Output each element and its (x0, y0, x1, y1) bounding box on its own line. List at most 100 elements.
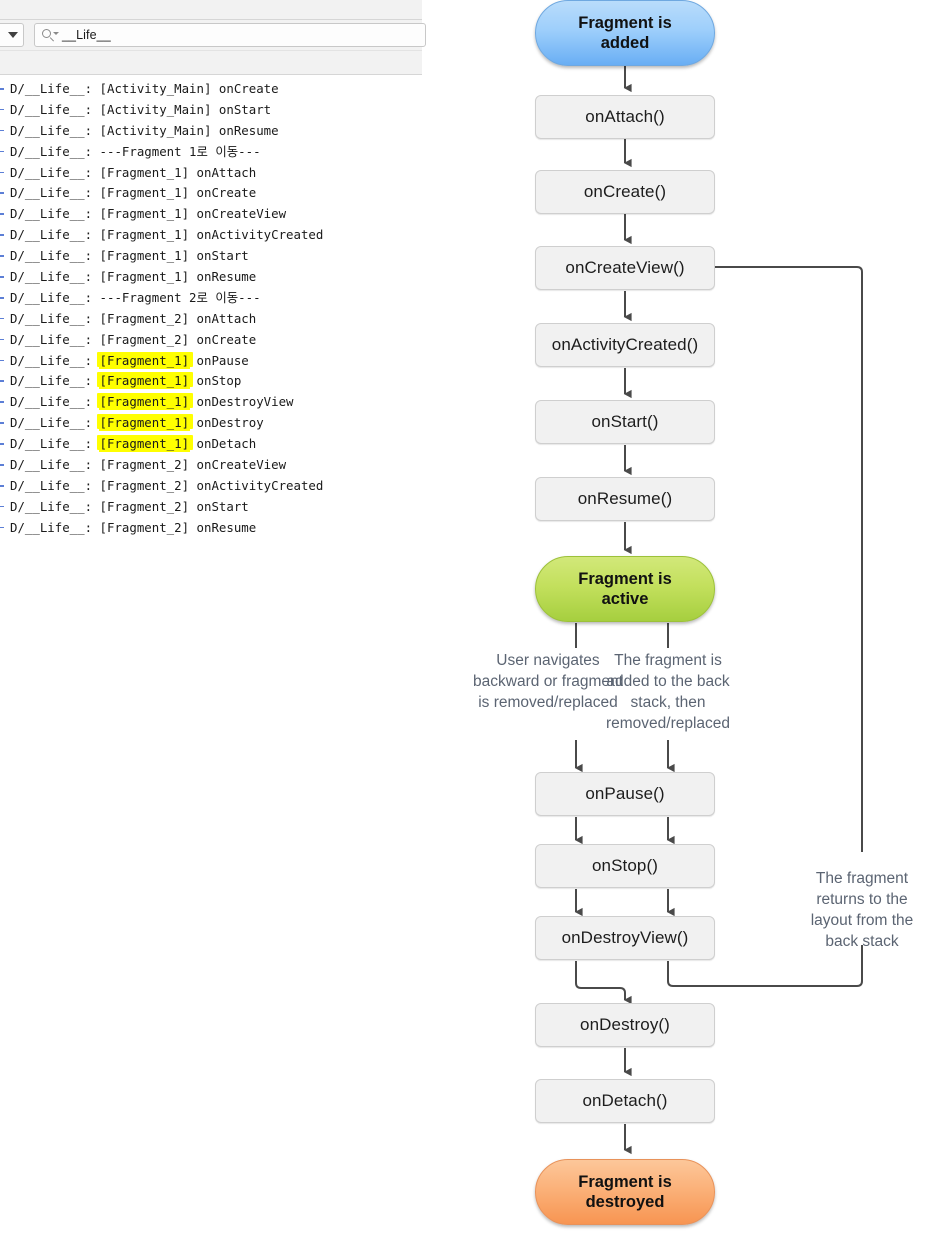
search-icon (41, 27, 59, 43)
log-line-gutter-mark (0, 296, 4, 299)
log-line[interactable]: D/__Life__: [Fragment_1] onStart (0, 246, 422, 267)
log-line-prefix: D/__Life__: (10, 101, 100, 117)
log-line-gutter-mark (0, 401, 4, 403)
node-on-destroy: onDestroy() (535, 1003, 715, 1047)
log-line[interactable]: D/__Life__: [Fragment_1] onCreateView (0, 204, 422, 225)
branch-label-added-to-back-stack: The fragment is added to the back stack,… (605, 652, 731, 733)
log-line-gutter-mark (0, 192, 4, 195)
log-line-tag: [Activity_Main] (99, 101, 212, 117)
log-line-gutter-mark (0, 317, 4, 320)
log-line-method: onResume (189, 519, 257, 535)
node-on-create: onCreate() (535, 170, 715, 214)
log-line[interactable]: D/__Life__: [Fragment_1] onPause (0, 351, 422, 372)
chevron-down-icon (8, 32, 18, 38)
log-line-gutter-mark (0, 129, 4, 132)
log-line-prefix: D/__Life__: (10, 248, 100, 264)
log-level-filter-dropdown[interactable] (0, 23, 24, 47)
log-line-prefix: D/__Life__: (10, 352, 100, 368)
log-line-tag: [Fragment_1] (99, 394, 190, 410)
node-on-stop: onStop() (535, 844, 715, 888)
log-line-prefix: D/__Life__: (10, 185, 100, 201)
log-line-tag: [Fragment_1] (99, 415, 190, 431)
log-line-tag: [Fragment_2] (99, 331, 190, 347)
log-line-tag: ---Fragment 2로 이동--- (99, 289, 261, 305)
log-line[interactable]: D/__Life__: [Fragment_2] onActivityCreat… (0, 476, 422, 497)
log-line-prefix: D/__Life__: (10, 206, 100, 222)
log-line-gutter-mark (0, 380, 4, 383)
log-line[interactable]: D/__Life__: [Fragment_2] onAttach (0, 309, 422, 330)
log-line-method: onCreate (189, 331, 257, 347)
log-line[interactable]: D/__Life__: [Fragment_1] onActivityCreat… (0, 225, 422, 246)
log-line-gutter-mark (0, 505, 4, 508)
log-line[interactable]: D/__Life__: [Fragment_2] onResume (0, 518, 422, 539)
log-line[interactable]: D/__Life__: [Activity_Main] onStart (0, 100, 422, 121)
pill-destroyed-line1: Fragment is (578, 1172, 672, 1191)
log-line-prefix: D/__Life__: (10, 164, 100, 180)
log-line-method: onPause (189, 352, 249, 368)
log-line-tag: [Fragment_2] (99, 498, 190, 514)
log-line-prefix: D/__Life__: (10, 331, 100, 347)
log-line-tag: [Fragment_2] (99, 477, 190, 493)
log-line[interactable]: D/__Life__: [Fragment_2] onCreate (0, 330, 422, 351)
log-line[interactable]: D/__Life__: [Fragment_1] onDestroyView (0, 392, 422, 413)
node-on-pause: onPause() (535, 772, 715, 816)
log-line-tag: [Fragment_1] (99, 164, 190, 180)
log-line[interactable]: D/__Life__: ---Fragment 1로 이동--- (0, 142, 422, 163)
log-line-method: onStart (189, 498, 249, 514)
log-line-gutter-mark (0, 359, 4, 362)
log-line-prefix: D/__Life__: (10, 436, 100, 452)
log-line-tag: [Fragment_1] (99, 227, 190, 243)
log-line-method: onCreateView (189, 206, 287, 222)
node-on-detach: onDetach() (535, 1079, 715, 1123)
log-line[interactable]: D/__Life__: [Fragment_1] onStop (0, 371, 422, 392)
log-line-prefix: D/__Life__: (10, 122, 100, 138)
search-input[interactable]: __Life__ (34, 23, 426, 47)
node-on-destroy-view: onDestroyView() (535, 916, 715, 960)
pill-fragment-added: Fragment is added (535, 0, 715, 66)
log-line-method: onDestroyView (189, 394, 294, 410)
log-line-method: onCreate (189, 185, 257, 201)
log-line[interactable]: D/__Life__: [Fragment_1] onDetach (0, 434, 422, 455)
log-line[interactable]: D/__Life__: [Fragment_1] onDestroy (0, 413, 422, 434)
log-line[interactable]: D/__Life__: [Fragment_1] onResume (0, 267, 422, 288)
log-line-method: onStop (189, 373, 242, 389)
log-line-tag: ---Fragment 1로 이동--- (99, 143, 261, 159)
pill-added-line2: added (600, 34, 650, 52)
log-line[interactable]: D/__Life__: [Fragment_1] onCreate (0, 183, 422, 204)
log-line-tag: [Fragment_1] (99, 352, 190, 368)
log-line-tag: [Activity_Main] (99, 81, 212, 96)
log-line-gutter-mark (0, 108, 4, 111)
log-line-method: onAttach (189, 164, 257, 180)
log-line[interactable]: D/__Life__: [Activity_Main] onResume (0, 121, 422, 142)
log-line[interactable]: D/__Life__: [Fragment_2] onStart (0, 497, 422, 518)
log-line-gutter-mark (0, 443, 4, 445)
log-line-prefix: D/__Life__: (10, 310, 100, 326)
log-line-gutter-mark (0, 464, 4, 466)
log-line-prefix: D/__Life__: (10, 498, 100, 514)
log-line-gutter-mark (0, 213, 4, 215)
log-line-tag: [Fragment_1] (99, 269, 190, 285)
fragment-lifecycle-diagram: Fragment is added Fragment is active Fra… (422, 0, 948, 1246)
log-line-method: onActivityCreated (189, 477, 324, 493)
log-line-tag: [Fragment_1] (99, 436, 190, 452)
log-line[interactable]: D/__Life__: ---Fragment 2로 이동--- (0, 288, 422, 309)
log-line-prefix: D/__Life__: (10, 373, 100, 389)
logcat-column-band (0, 50, 422, 75)
log-line[interactable]: D/__Life__: [Activity_Main] onCreate (0, 79, 422, 100)
pill-destroyed-line2: destroyed (585, 1193, 665, 1211)
log-line[interactable]: D/__Life__: [Fragment_2] onCreateView (0, 455, 422, 476)
log-line-gutter-mark (0, 338, 4, 341)
log-line-tag: [Fragment_1] (99, 206, 190, 222)
log-line-prefix: D/__Life__: (10, 227, 100, 243)
node-on-start: onStart() (535, 400, 715, 444)
log-line-method: onResume (211, 122, 279, 138)
log-line-method: onCreate (211, 81, 279, 96)
node-on-resume: onResume() (535, 477, 715, 521)
log-line-prefix: D/__Life__: (10, 269, 100, 285)
search-input-value: __Life__ (62, 28, 111, 42)
node-on-create-view: onCreateView() (535, 246, 715, 290)
log-line[interactable]: D/__Life__: [Fragment_1] onAttach (0, 163, 422, 184)
log-line-gutter-mark (0, 422, 4, 424)
